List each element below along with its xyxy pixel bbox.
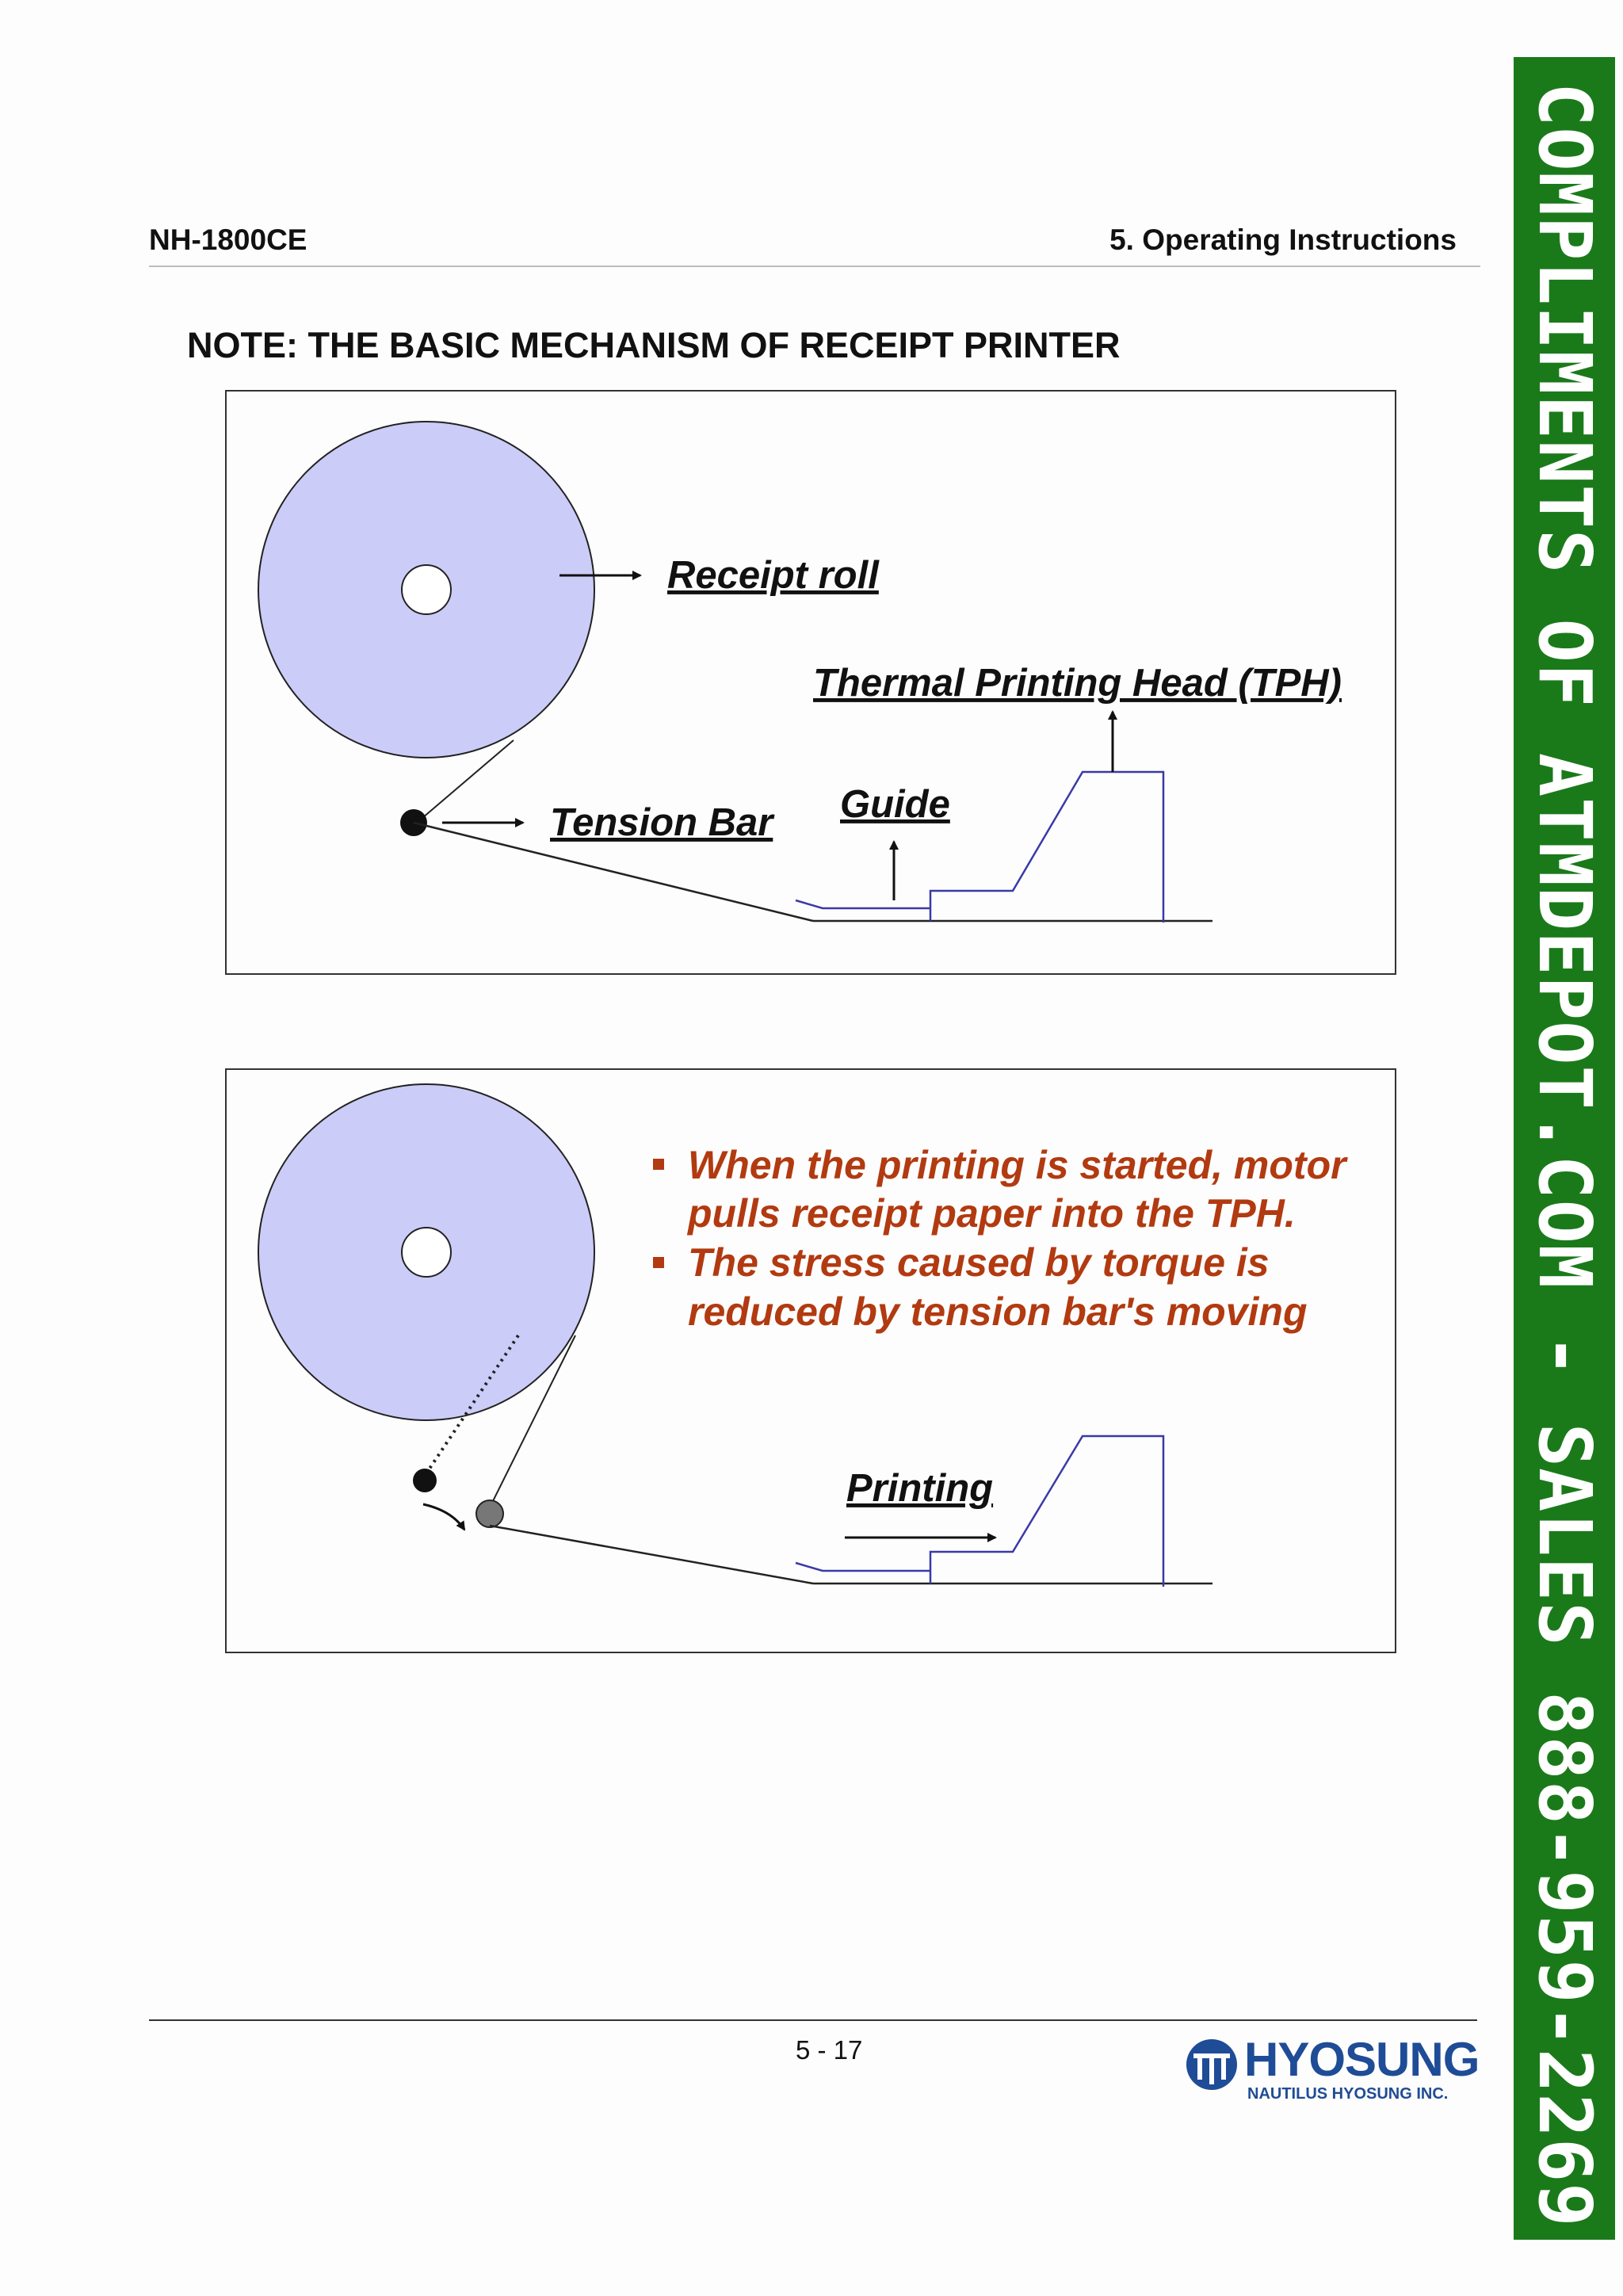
bullet-icon <box>653 1257 664 1268</box>
footer-divider <box>149 2019 1477 2021</box>
side-banner <box>1514 57 1615 2240</box>
header-model: NH-1800CE <box>149 223 307 256</box>
tension-bar-old-position-icon <box>413 1469 437 1492</box>
bullet2-line2: reduced by tension bar's moving <box>688 1289 1308 1334</box>
tension-motion-arrow-icon <box>422 1503 466 1531</box>
logo-subtitle: NAUTILUS HYOSUNG INC. <box>1247 2085 1449 2103</box>
roll-core-icon <box>401 564 452 615</box>
logo-name: HYOSUNG <box>1244 2033 1480 2086</box>
tension-bar-icon <box>475 1499 504 1528</box>
page-number: 5 - 17 <box>796 2035 863 2065</box>
bullet1-line1: When the printing is started, motor <box>688 1143 1348 1187</box>
label-printing: Printing <box>846 1467 993 1510</box>
bullet-icon <box>653 1159 664 1170</box>
tph-icon <box>929 770 1165 923</box>
label-tension-bar: Tension Bar <box>550 801 775 844</box>
label-tph: Thermal Printing Head (TPH) <box>813 662 1342 705</box>
tph-icon <box>929 1435 1165 1587</box>
hyosung-logo: HYOSUNG NAUTILUS HYOSUNG INC. <box>1184 2035 1480 2107</box>
note-title: NOTE: THE BASIC MECHANISM OF RECEIPT PRI… <box>187 325 1121 365</box>
label-guide: Guide <box>840 783 950 826</box>
label-receipt-roll: Receipt roll <box>667 554 880 597</box>
roll-core-icon <box>401 1227 452 1278</box>
bullet1-line2: pulls receipt paper into the TPH. <box>686 1191 1296 1236</box>
diagram-printing-motion: Printing When the printing is started, m… <box>225 1068 1396 1653</box>
diagram-basic-mechanism: Receipt roll Tension Bar Guide Thermal P… <box>225 390 1396 975</box>
diagram-basic-svg: Receipt roll Tension Bar Guide Thermal P… <box>258 421 1342 923</box>
header-divider <box>149 266 1480 267</box>
side-banner-text: COMPLIMENTS OF ATMDEPOT.COM - SALES 888-… <box>1522 82 1607 2228</box>
bullet2-line1: The stress caused by torque is <box>688 1240 1270 1285</box>
diagram-printing-svg: Printing When the printing is started, m… <box>258 1083 1348 1587</box>
header-section: 5. Operating Instructions <box>1109 223 1457 256</box>
hyosung-mark-icon <box>1186 2039 1237 2090</box>
